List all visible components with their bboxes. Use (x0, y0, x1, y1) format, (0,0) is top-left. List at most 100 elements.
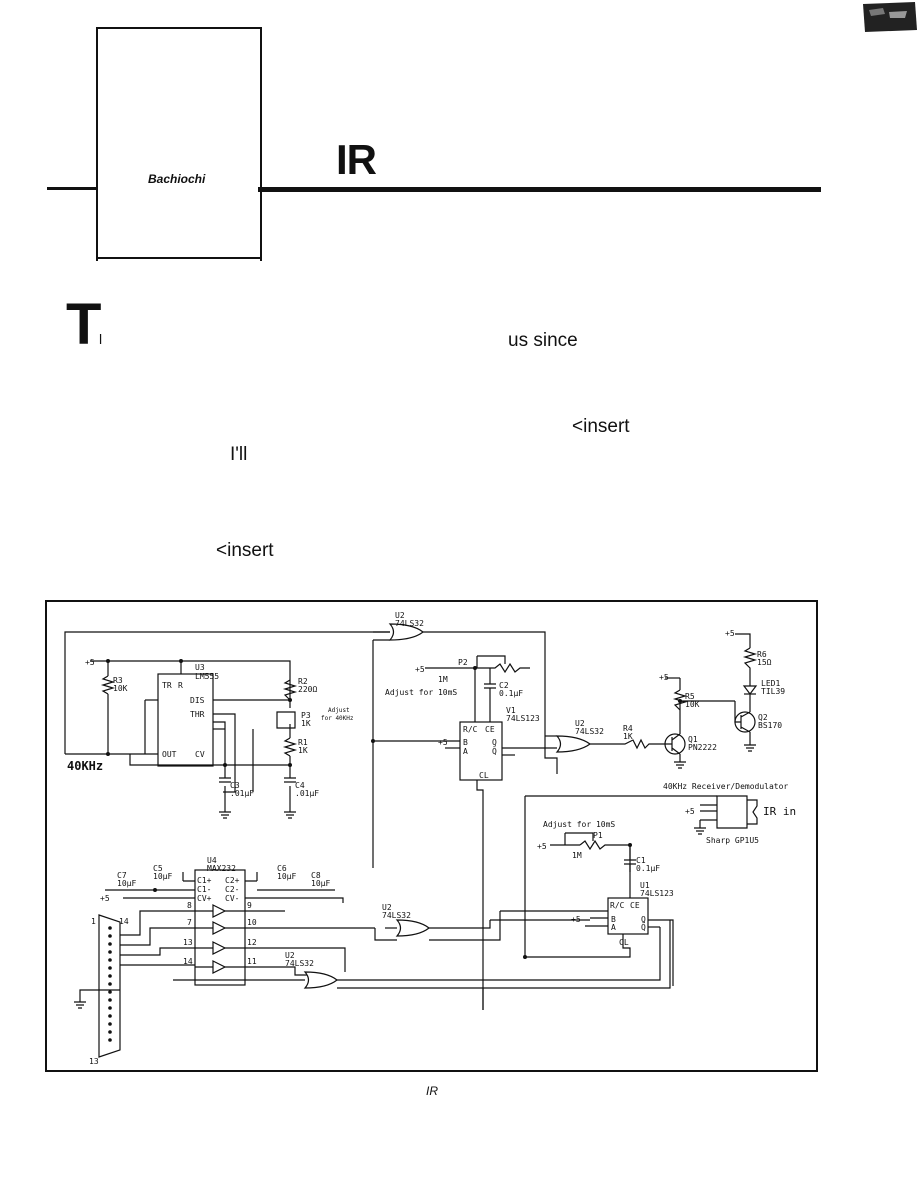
u2-bottom-part: 74LS32 (285, 959, 314, 968)
u1-pin-qbar: Q̄ (641, 922, 646, 932)
v1-label: V1 (506, 706, 516, 715)
c4-label: C4 (295, 781, 305, 790)
figure-caption: IR (426, 1084, 438, 1098)
u4-pin-7: 7 (187, 918, 192, 927)
u1-part: 74LS123 (640, 889, 674, 898)
plus5-u1: +5 (571, 915, 581, 924)
led1-label: LED1 (761, 679, 780, 688)
u4-pin-c2p: C2+ (225, 876, 240, 885)
u1-pin-rc: R/C (610, 901, 625, 910)
led1-part: TIL39 (761, 687, 785, 696)
v1-pin-b: B (463, 738, 468, 747)
u4-pin-14: 14 (183, 957, 193, 966)
c5-label: C5 (153, 864, 163, 873)
r5-value: 10K (685, 700, 700, 709)
u2-right-label: U2 (575, 719, 585, 728)
v1-pin-ce: CE (485, 725, 495, 734)
plus5-p1: +5 (537, 842, 547, 851)
u1-pin-a: A (611, 923, 616, 932)
r5-label: R5 (685, 692, 695, 701)
scan-corner-mark (863, 2, 917, 32)
u2-right-part: 74LS32 (575, 727, 604, 736)
v1-pin-qbar: Q̄ (492, 746, 497, 756)
u2-bottom-label: U2 (285, 951, 295, 960)
q1-label: Q1 (688, 735, 698, 744)
u1-label: U1 (640, 881, 650, 890)
db25-pin-14: 14 (119, 917, 129, 926)
pin-out: OUT (162, 750, 177, 759)
receiver-label: 40KHz Receiver/Demodulator (663, 782, 788, 791)
u4-pin-cvm: CV- (225, 894, 239, 903)
u1-pin-cl: CL (619, 938, 629, 947)
p1-value: 1M (572, 851, 582, 860)
plus5-r6: +5 (725, 629, 735, 638)
body-fragment: <insert (216, 540, 274, 561)
pin-cv: CV (195, 750, 205, 759)
plus5-r5: +5 (659, 673, 669, 682)
body-fragment: l (99, 331, 103, 347)
c2-value: 0.1µF (499, 689, 523, 698)
c8-value: 10µF (311, 879, 330, 888)
body-fragment: <insert (572, 416, 630, 437)
adjust-10ms-bottom: Adjust for 10mS (543, 820, 615, 829)
p3-value: 1K (301, 719, 311, 728)
u1-pin-b: B (611, 915, 616, 924)
adjust-40k-line1: Adjust (328, 707, 350, 714)
u3-part: LM555 (195, 672, 219, 681)
r4-value: 1K (623, 732, 633, 741)
adjust-10ms-top: Adjust for 10mS (385, 688, 457, 697)
p2-label: P2 (458, 658, 468, 667)
c6-value: 10µF (277, 872, 296, 881)
v1-part: 74LS123 (506, 714, 540, 723)
u4-pin-11: 11 (247, 957, 257, 966)
u4-pin-cvp: CV+ (197, 894, 212, 903)
r1-value: 1K (298, 746, 308, 755)
c1-label: C1 (636, 856, 646, 865)
author-box (96, 27, 262, 261)
p3-label: P3 (301, 711, 311, 720)
u4-pin-c1m: C1- (197, 885, 211, 894)
c6-label: C6 (277, 864, 287, 873)
u1-pin-ce: CE (630, 901, 640, 910)
figure-frame (45, 600, 818, 1072)
u2-top-part: 74LS32 (395, 619, 424, 628)
article-title: IR (336, 136, 377, 183)
c4-value: .01µF (295, 789, 319, 798)
r1-label: R1 (298, 738, 308, 747)
db25-pin-1: 1 (91, 917, 96, 926)
v1-pin-rc: R/C (463, 725, 478, 734)
u3-label: U3 (195, 663, 205, 672)
u4-pin-12: 12 (247, 938, 257, 947)
v1-pin-cl: CL (479, 771, 489, 780)
header-rule-left (47, 187, 96, 190)
q2-label: Q2 (758, 713, 768, 722)
r4-label: R4 (623, 724, 633, 733)
c7-label: C7 (117, 871, 127, 880)
body-fragment: I'll (230, 444, 248, 465)
db25-pin-13: 13 (89, 1057, 99, 1066)
plus5-u4: +5 (100, 894, 110, 903)
r6-label: R6 (757, 650, 767, 659)
u2-left-part: 74LS32 (382, 911, 411, 920)
u4-pin-c2m: C2- (225, 885, 239, 894)
r2-label: R2 (298, 677, 308, 686)
u4-pin-c1p: C1+ (197, 876, 212, 885)
author-box-bottom-rule (96, 257, 260, 259)
v1-pin-a: A (463, 747, 468, 756)
u4-pin-8: 8 (187, 901, 192, 910)
author-name: Bachiochi (148, 172, 206, 186)
pin-thr: THR (190, 710, 205, 719)
u1-pin-q: Q (641, 915, 646, 924)
pin-dis: DIS (190, 696, 205, 705)
c5-value: 10µF (153, 872, 172, 881)
adjust-40k-line2: for 40KHz (321, 715, 354, 722)
sharp-label: Sharp GP1U5 (706, 836, 759, 845)
c2-label: C2 (499, 681, 509, 690)
p2-value: 1M (438, 675, 448, 684)
c8-label: C8 (311, 871, 321, 880)
u4-pin-9: 9 (247, 901, 252, 910)
body-fragment: us since (508, 330, 578, 351)
v1-pin-q: Q (492, 738, 497, 747)
r3-value: 10K (113, 684, 128, 693)
frequency-label: 40KHz (67, 759, 103, 773)
